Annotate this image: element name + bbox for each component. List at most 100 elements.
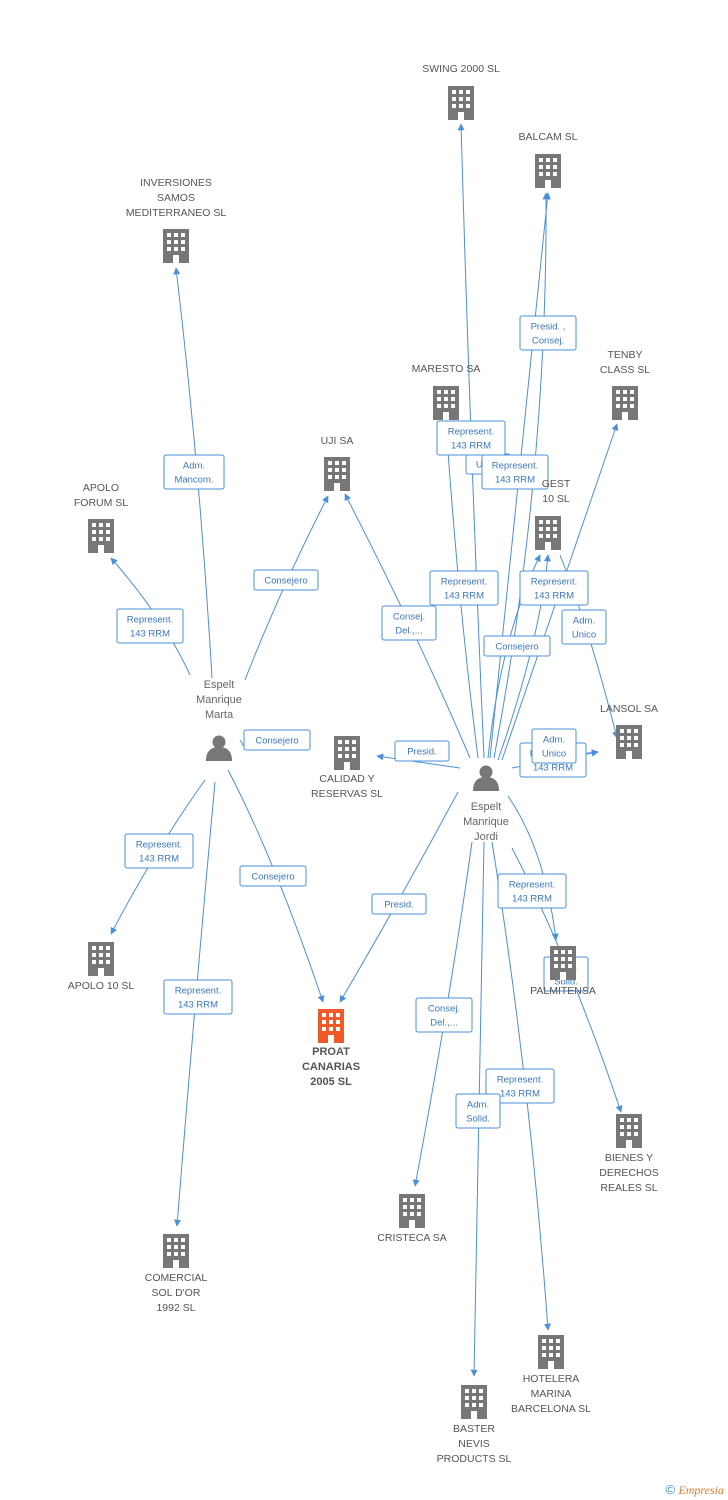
edge-label-text: Presid. bbox=[407, 747, 437, 758]
edge-label-text: Consej. bbox=[428, 1004, 460, 1015]
edge-label[interactable]: Consej.Del.,... bbox=[381, 605, 437, 641]
edge-label-box bbox=[429, 570, 499, 606]
edge-label-text: Unico bbox=[572, 630, 596, 641]
edge-label[interactable]: Represent. 143 RRM bbox=[485, 1068, 555, 1104]
edge-label[interactable]: Presid. bbox=[394, 740, 450, 762]
edge-label-text: 143 RRM bbox=[500, 1089, 540, 1100]
building-icon bbox=[163, 1234, 189, 1268]
company-name: FORUM SL bbox=[74, 497, 128, 509]
edge-label-box bbox=[124, 833, 194, 869]
edge-label[interactable]: Consejero bbox=[483, 635, 551, 657]
edge-label[interactable]: Represent. 143 RRM bbox=[497, 873, 567, 909]
company-name: 2005 SL bbox=[310, 1076, 352, 1088]
building-icon bbox=[88, 942, 114, 976]
edge-label[interactable]: Adm.Solid. bbox=[455, 1093, 501, 1129]
edge-label-box bbox=[455, 1093, 501, 1129]
company-maresto[interactable]: MARESTO SA bbox=[412, 363, 481, 420]
edge-label[interactable]: Adm.Unico bbox=[561, 609, 607, 645]
edge-jordi-palmitensa bbox=[507, 795, 559, 941]
company-name: BIENES Y bbox=[605, 1152, 653, 1164]
edge-label[interactable]: Represent. 143 RRM bbox=[481, 454, 549, 490]
edge-label[interactable]: Adm.Unico bbox=[531, 728, 577, 764]
edge-label-box bbox=[253, 569, 319, 591]
edge-label-box bbox=[436, 420, 506, 456]
company-balcam[interactable]: BALCAM SL bbox=[519, 131, 578, 188]
edge-label[interactable]: Consejero bbox=[243, 729, 311, 751]
building-icon bbox=[399, 1194, 425, 1228]
edge-label-text: Adm. bbox=[543, 735, 565, 746]
edge-label-text: Represent. bbox=[448, 427, 494, 438]
company-name: BALCAM SL bbox=[519, 131, 578, 143]
company-name: DERECHOS bbox=[599, 1167, 659, 1179]
edge-label-box bbox=[519, 315, 577, 351]
edge-label[interactable]: Represent.143 RRM bbox=[124, 833, 194, 869]
edge-label-box bbox=[483, 635, 551, 657]
edge-jordi-calidad bbox=[376, 753, 461, 769]
edge-label-box bbox=[381, 605, 437, 641]
footer-brand: © Empresia bbox=[666, 1482, 725, 1498]
building-icon bbox=[163, 229, 189, 263]
edge-label-text: Consejero bbox=[255, 736, 298, 747]
company-cristeca[interactable]: CRISTECA SA bbox=[377, 1194, 447, 1244]
edge-label[interactable]: Consej. Del.,... bbox=[415, 997, 473, 1033]
company-palmitensa[interactable]: PALMITENSA bbox=[530, 946, 596, 997]
edge-label[interactable]: Represent.143 RRM bbox=[519, 570, 589, 606]
company-name: PRODUCTS SL bbox=[437, 1453, 512, 1465]
edge-label[interactable]: Consejero bbox=[253, 569, 319, 591]
edge-label-text: Represent. bbox=[497, 1075, 543, 1086]
edge-label-box bbox=[163, 979, 233, 1015]
company-swing[interactable]: SWING 2000 SL bbox=[422, 63, 500, 120]
edge-label-box bbox=[239, 865, 307, 887]
edge-label-text: 143 RRM bbox=[512, 894, 552, 905]
company-name: CANARIAS bbox=[302, 1061, 360, 1073]
company-apolo10[interactable]: APOLO 10 SL bbox=[68, 942, 135, 992]
edge-label-text: Del.,... bbox=[430, 1018, 457, 1029]
edge-label[interactable]: Represent. 143 RRM bbox=[116, 608, 184, 644]
copyright-icon: © bbox=[665, 1482, 676, 1497]
edge-label-box bbox=[497, 873, 567, 909]
edge-label[interactable]: Adm.Mancom. bbox=[163, 454, 225, 490]
edge-label-text: Represent. bbox=[492, 461, 538, 472]
edge-label[interactable]: Presid. ,Consej. bbox=[519, 315, 577, 351]
company-name: MEDITERRANEO SL bbox=[126, 207, 227, 219]
company-uji[interactable]: UJI SA bbox=[321, 435, 354, 491]
edge-label-text: Represent. bbox=[509, 880, 555, 891]
edge-label-text: Represent. bbox=[531, 577, 577, 588]
edge-label[interactable]: Consejero bbox=[239, 865, 307, 887]
company-lansol[interactable]: LANSOL SA bbox=[600, 703, 658, 759]
company-name: CRISTECA SA bbox=[377, 1232, 446, 1244]
company-name: APOLO 10 SL bbox=[68, 980, 135, 992]
edge-label[interactable]: Represent.143 RRM bbox=[436, 420, 506, 456]
company-name: NEVIS bbox=[458, 1438, 490, 1450]
edge-label-box bbox=[531, 728, 577, 764]
edge-label-text: Consej. bbox=[532, 336, 564, 347]
edge-label[interactable]: Represent.143 RRM bbox=[163, 979, 233, 1015]
edge-label[interactable]: Presid. bbox=[371, 893, 427, 915]
edge-label-box bbox=[116, 608, 184, 644]
edge-label-text: Represent. bbox=[127, 615, 173, 626]
edge-label-text: Represent. bbox=[441, 577, 487, 588]
edge-label-text: 143 RRM bbox=[130, 629, 170, 640]
company-name: SAMOS bbox=[157, 192, 195, 204]
building-icon bbox=[538, 1335, 564, 1369]
edge-label-text: 143 RRM bbox=[495, 475, 535, 486]
edge-label-text: Mancom. bbox=[174, 475, 213, 486]
company-name: 1992 SL bbox=[156, 1302, 195, 1314]
company-name: MARINA bbox=[531, 1388, 572, 1400]
edge-label[interactable]: Represent.143 RRM bbox=[429, 570, 499, 606]
company-name: CLASS SL bbox=[600, 364, 650, 376]
building-icon bbox=[461, 1385, 487, 1419]
